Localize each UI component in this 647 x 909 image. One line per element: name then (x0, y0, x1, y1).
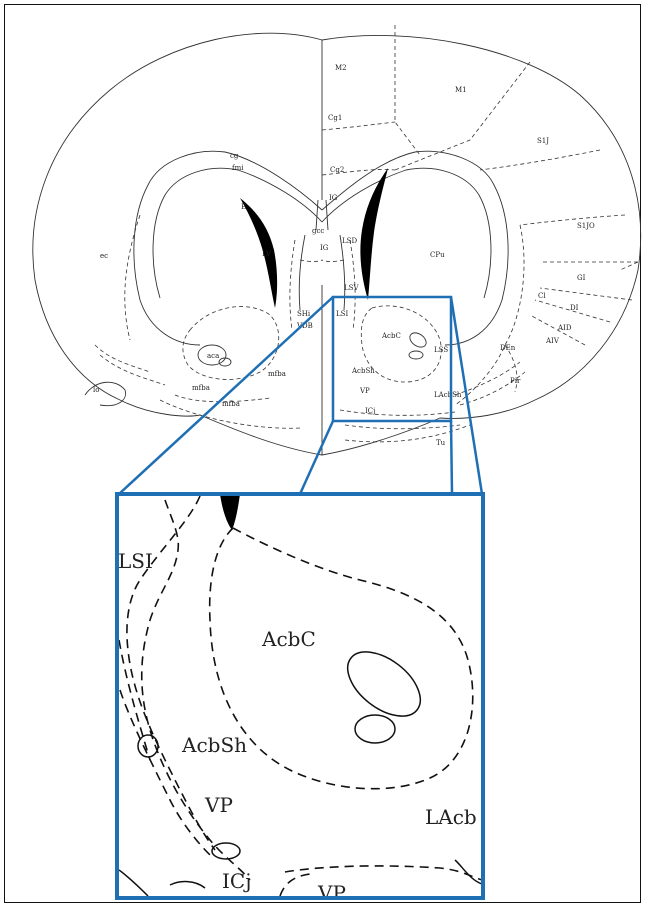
ventral-pallidum-left (95, 345, 270, 402)
label-pir: Pir (510, 377, 521, 385)
connector-lines (119, 297, 482, 494)
label-e: E (241, 203, 246, 211)
label-mfba-2: mfba (192, 384, 210, 392)
label-gi: GI (577, 274, 586, 282)
label-aca: aca (207, 352, 219, 360)
label-ig2: IG (320, 244, 329, 252)
right-ac-outer (407, 330, 429, 350)
label-lss: LSS (434, 346, 448, 354)
label-vp: VP (359, 387, 370, 395)
label-m2: M2 (335, 64, 347, 72)
label-mfba-3: mfba (222, 400, 240, 408)
brain-outline (33, 33, 641, 455)
zoom-label-lacb: LAcb (425, 805, 477, 829)
label-cg: cg (230, 152, 239, 160)
label-shi: SHi (297, 310, 311, 318)
label-aid: AID (557, 324, 572, 332)
label-ec: ec (100, 252, 108, 260)
label-lacbsh: LAcbSh (434, 391, 462, 399)
zoom-label-acbc: AcbC (261, 627, 316, 651)
label-lsi: LSI (336, 310, 348, 318)
label-acbsh: AcbSh (351, 367, 375, 375)
label-cg2: Cg2 (330, 166, 344, 174)
label-lsv: LSV (344, 284, 359, 292)
label-cpu: CPu (430, 251, 445, 259)
label-tu: Tu (436, 439, 446, 447)
label-fmi: fmi (232, 164, 244, 172)
zoom-label-icj: ICj (222, 869, 251, 893)
coronal-section: M2 M1 Cg1 S1J Cg2 cg fmi E IG S1JO gcc L… (33, 25, 641, 455)
label-mfba-1: mfba (268, 370, 286, 378)
label-acbc: AcbC (381, 332, 401, 340)
zoom-label-vp2: VP (317, 881, 346, 905)
label-s1jo: S1JO (577, 222, 595, 230)
zoom-inset: LSI AcbC AcbSh VP LAcb ICj VP (118, 494, 482, 905)
right-ac-inner (409, 351, 423, 359)
label-cg1: Cg1 (328, 114, 342, 122)
label-gcc: gcc (312, 227, 324, 235)
zoom-label-lsi: LSI (118, 549, 153, 573)
lateral-olfactory-tract (85, 382, 126, 405)
label-lsd: LSD (342, 237, 357, 245)
label-icj: ICj (365, 407, 375, 415)
label-lo: lo (93, 386, 99, 394)
label-s1j: S1J (537, 137, 549, 145)
label-cl: Cl (538, 292, 546, 300)
label-lv: LV (262, 250, 272, 258)
highlight-box (333, 297, 451, 421)
label-di: DI (570, 304, 579, 312)
label-aiv: AIV (545, 337, 560, 345)
label-m1: M1 (455, 86, 467, 94)
label-den: DEn (500, 344, 516, 352)
left-accumbens-core (183, 307, 279, 380)
right-lateral-ventricle (360, 168, 388, 300)
left-lateral-ventricle (240, 198, 277, 308)
zoom-label-vp: VP (204, 793, 233, 817)
zoom-label-acbsh: AcbSh (181, 733, 247, 757)
external-capsule-left (125, 215, 140, 340)
label-ig: IG (329, 194, 338, 202)
